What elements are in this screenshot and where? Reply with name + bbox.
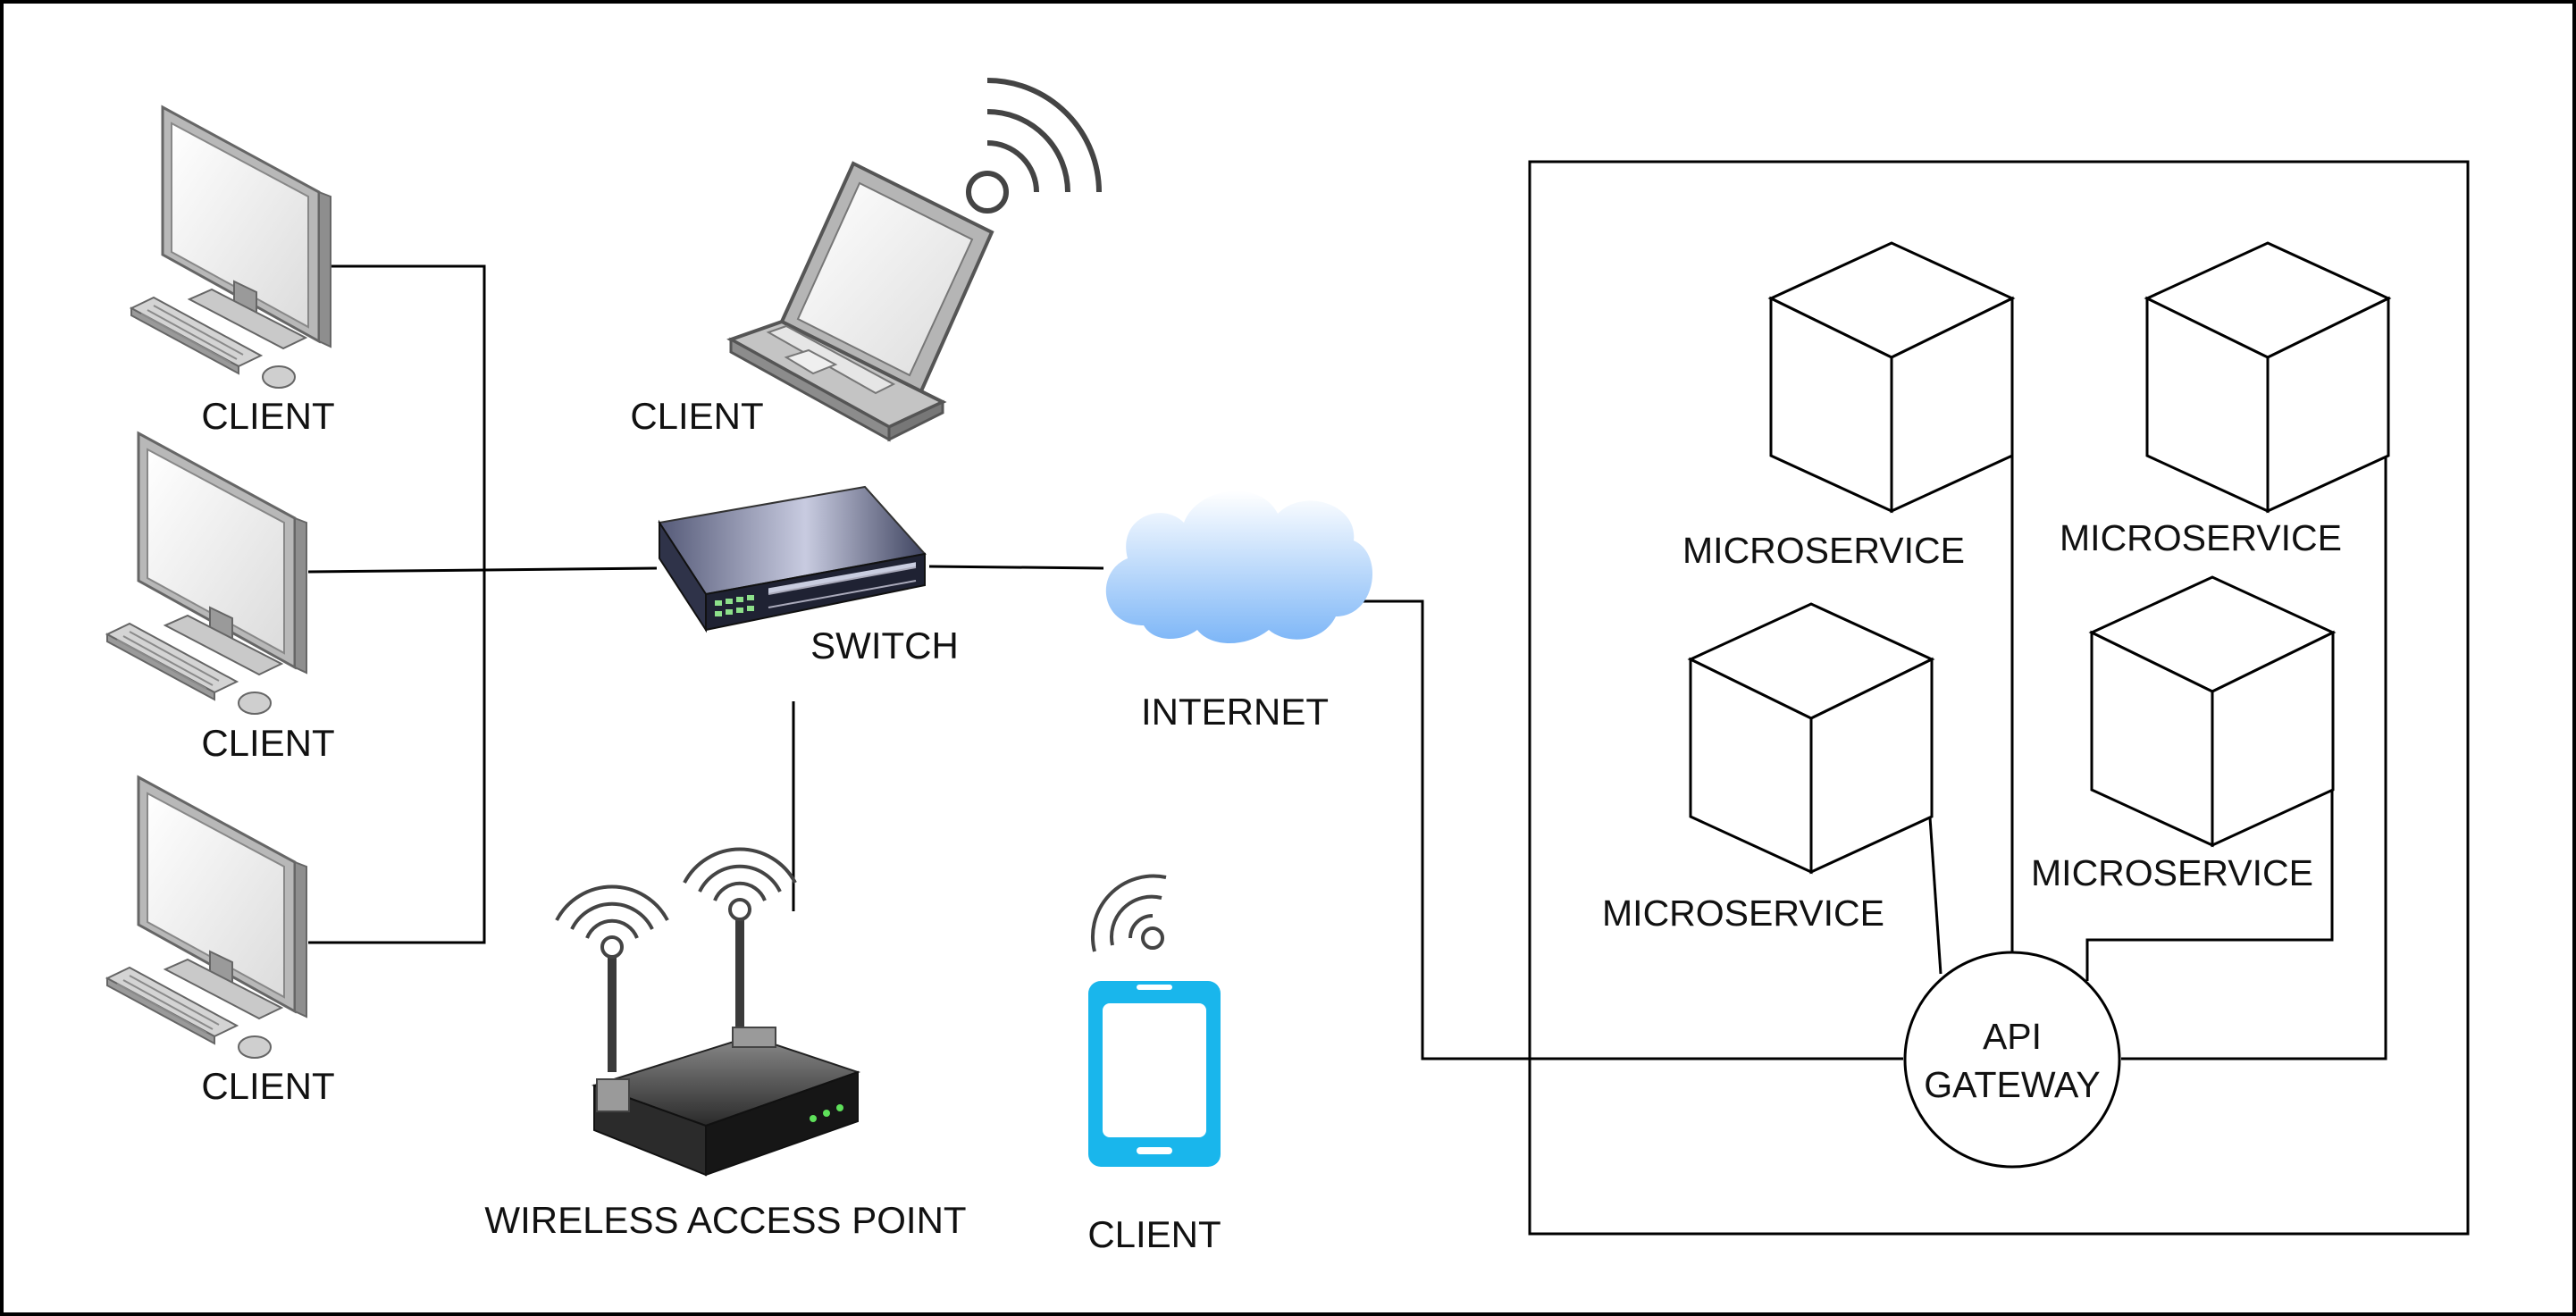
desktop-computer-icon [130,105,332,390]
desktop-client-2: CLIENT [105,432,335,764]
cube-icon [1689,602,1934,874]
wifi-signal-icon [555,884,669,959]
connection-lines [307,264,2387,1060]
cloud-icon [1105,490,1373,643]
client-label: CLIENT [1087,1213,1221,1255]
wireless-access-point-label: WIRELESS ACCESS POINT [484,1199,966,1241]
link-desktop-1 [308,264,486,944]
cube-icon [2090,575,2335,847]
client-label: CLIENT [630,395,763,437]
api-gateway-label-line1: API [1983,1016,2042,1057]
wifi-signal-icon [1091,874,1167,952]
microservice-label: MICROSERVICE [1682,530,1965,571]
desktop-computer-icon [105,775,308,1060]
microservice-3: MICROSERVICE [1602,602,1934,934]
link-gateway-ms3 [1928,817,1942,975]
client-label: CLIENT [201,1065,334,1107]
switch-label: SWITCH [810,624,959,666]
smartphone-icon [1088,981,1221,1167]
client-label: CLIENT [201,722,334,764]
laptop-client: CLIENT [630,78,1102,442]
switch-node: SWITCH [658,485,959,666]
wireless-router-icon [591,911,861,1177]
wifi-signal-icon [966,78,1102,214]
link-gateway-ms4 [2085,788,2334,981]
microservice-2: MICROSERVICE [2060,241,2390,558]
laptop-icon [726,161,994,442]
microservice-1: MICROSERVICE [1682,241,2014,571]
desktop-client-1: CLIENT [130,105,335,437]
api-gateway-circle [1903,951,2121,1169]
api-gateway-node: API GATEWAY [1903,951,2121,1169]
microservice-label: MICROSERVICE [2060,517,2342,558]
desktop-computer-icon [105,432,308,716]
microservice-label: MICROSERVICE [1602,893,1884,934]
phone-client: CLIENT [1087,874,1221,1255]
microservice-4: MICROSERVICE [2031,575,2335,893]
cube-icon [1769,241,2014,513]
api-gateway-label-line2: GATEWAY [1924,1064,2100,1105]
link-gateway-ms2 [2121,451,2387,1060]
link-internet-gateway [1358,599,1903,1060]
internet-label: INTERNET [1141,691,1329,733]
desktop-client-3: CLIENT [105,775,335,1107]
cube-icon [2145,241,2390,513]
network-switch-icon [658,485,927,633]
microservice-label: MICROSERVICE [2031,852,2313,893]
link-desktop-2 [307,566,658,574]
client-label: CLIENT [201,395,334,437]
microservices-container [1528,160,2470,1236]
wifi-signal-icon [683,847,797,921]
internet-node: INTERNET [1105,490,1373,733]
wireless-access-point-node: WIRELESS ACCESS POINT [484,847,967,1241]
link-switch-internet [928,565,1104,570]
